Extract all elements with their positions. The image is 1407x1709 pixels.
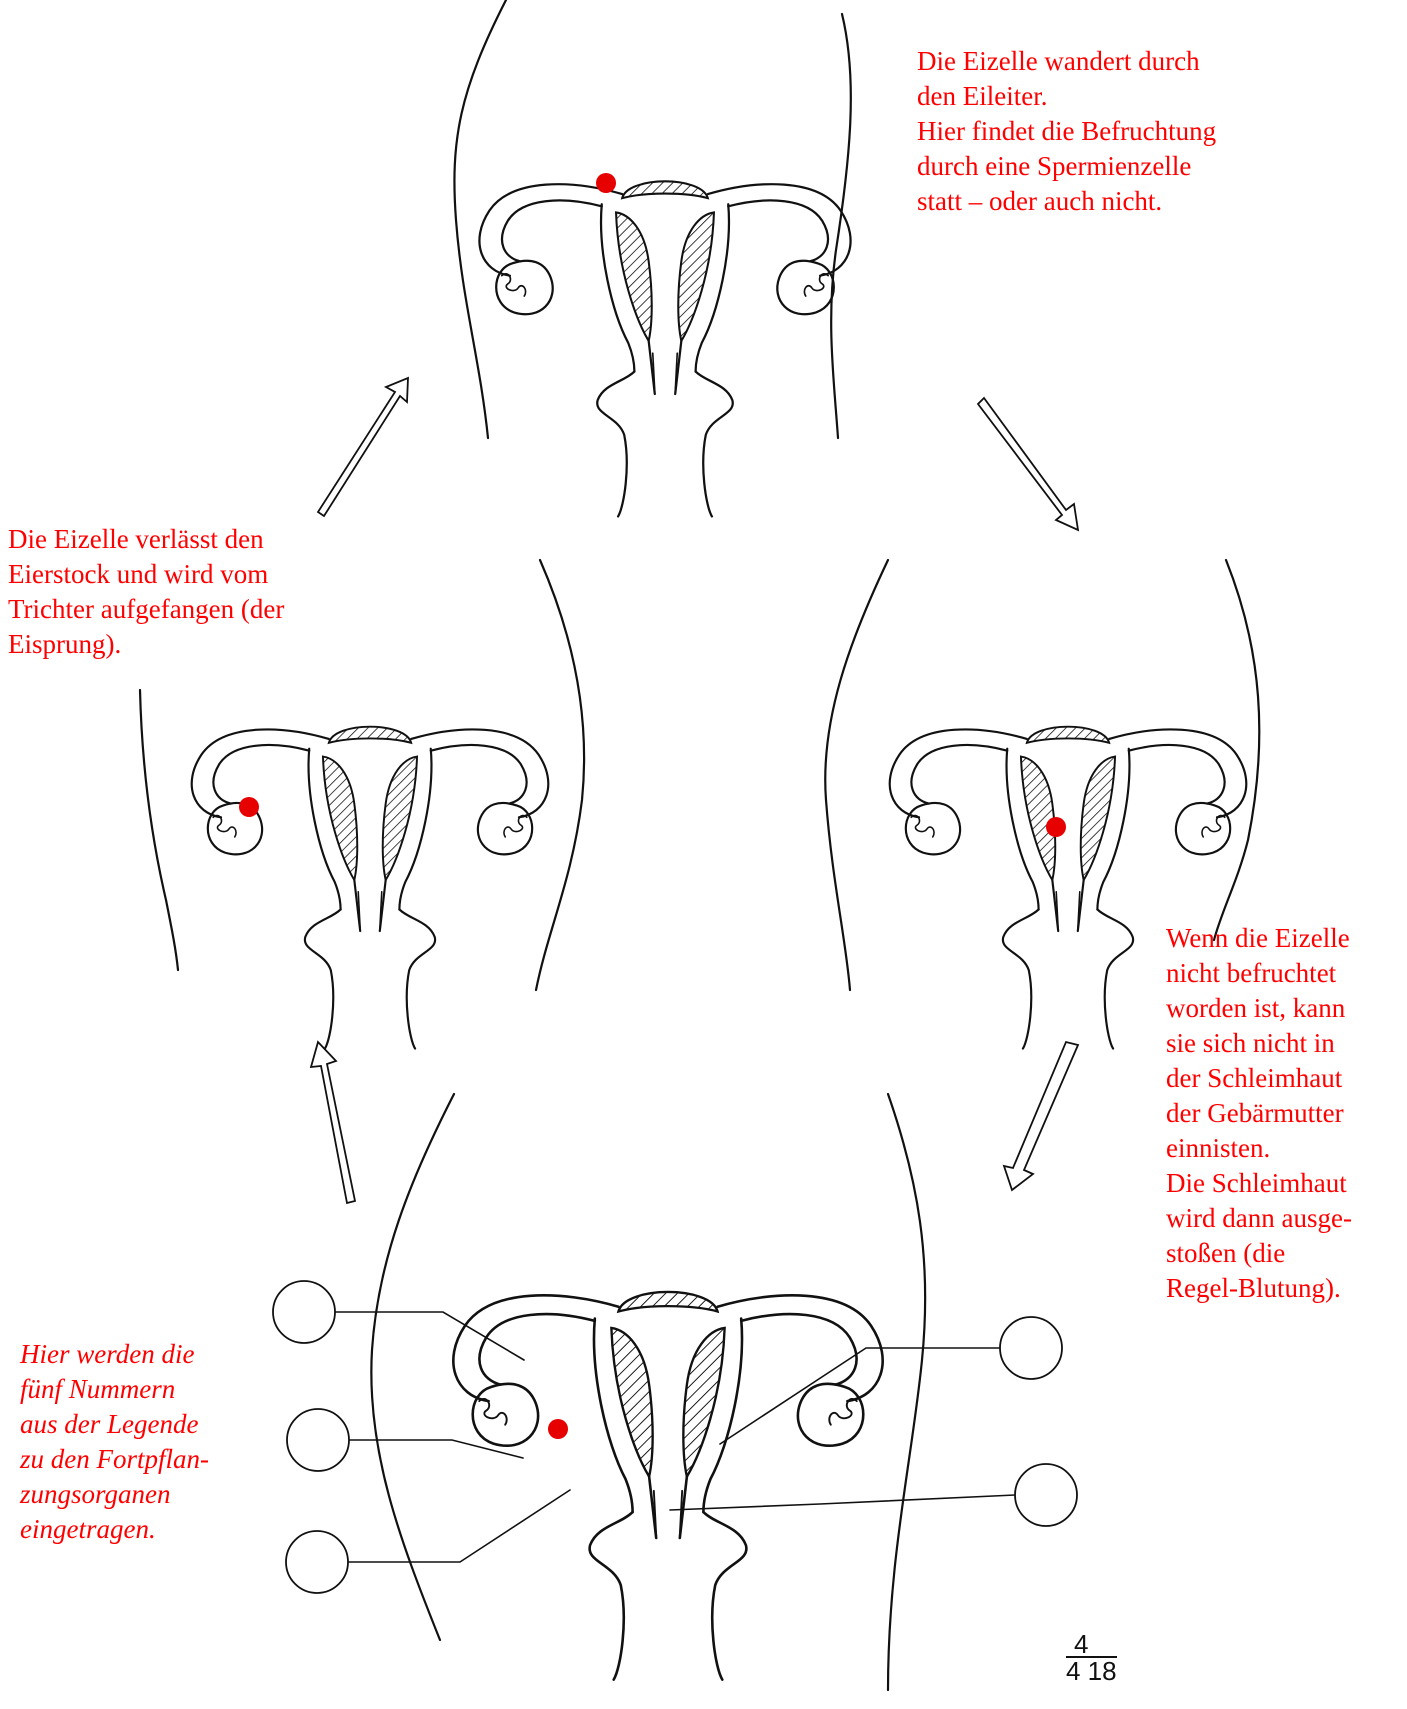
label-circle-2[interactable] bbox=[287, 1409, 349, 1471]
caption-menstruation: Wenn die Eizelle nicht befruchtet worden… bbox=[1166, 921, 1352, 1306]
caption-line: durch eine Spermienzelle bbox=[917, 149, 1216, 184]
caption-line: zu den Fortpflan- bbox=[20, 1442, 209, 1477]
caption-line: stoßen (die bbox=[1166, 1236, 1352, 1271]
label-circle-1[interactable] bbox=[273, 1281, 335, 1343]
caption-line: zungsorganen bbox=[20, 1477, 209, 1512]
egg-cell-dot-left bbox=[239, 797, 259, 817]
arrow-top-to-right bbox=[978, 398, 1078, 530]
label-circle-5[interactable] bbox=[1015, 1464, 1077, 1526]
bottom-stage-drawing bbox=[335, 1094, 1015, 1690]
label-circle-4[interactable] bbox=[1000, 1317, 1062, 1379]
label-circle-3[interactable] bbox=[286, 1531, 348, 1593]
label-circles bbox=[273, 1281, 1077, 1593]
caption-line: Eisprung). bbox=[8, 627, 284, 662]
caption-line: Die Schleimhaut bbox=[1166, 1166, 1352, 1201]
caption-line: eingetragen. bbox=[20, 1512, 209, 1547]
arrow-left-to-top bbox=[318, 378, 408, 516]
caption-fertilization: Die Eizelle wandert durch den Eileiter. … bbox=[917, 44, 1216, 219]
caption-line: Die Eizelle wandert durch bbox=[917, 44, 1216, 79]
caption-line: aus der Legende bbox=[20, 1407, 209, 1442]
arrow-bottom-to-left bbox=[311, 1042, 355, 1203]
caption-line: den Eileiter. bbox=[917, 79, 1216, 114]
signature-bottom: 4 18 bbox=[1066, 1656, 1117, 1684]
arrow-right-to-bottom bbox=[1004, 1042, 1078, 1190]
egg-cell-dot-right bbox=[1046, 817, 1066, 837]
caption-line: fünf Nummern bbox=[20, 1372, 209, 1407]
caption-line: der Gebärmutter bbox=[1166, 1096, 1352, 1131]
caption-line: statt – oder auch nicht. bbox=[917, 184, 1216, 219]
egg-cell-dot-bottom bbox=[548, 1419, 568, 1439]
caption-line: einnisten. bbox=[1166, 1131, 1352, 1166]
caption-legend-instruction: Hier werden die fünf Nummern aus der Leg… bbox=[20, 1337, 209, 1547]
caption-line: wird dann ausge- bbox=[1166, 1201, 1352, 1236]
caption-line: der Schleimhaut bbox=[1166, 1061, 1352, 1096]
caption-line: Hier werden die bbox=[20, 1337, 209, 1372]
cycle-arrows bbox=[311, 378, 1078, 1203]
caption-ovulation: Die Eizelle verlässt den Eierstock und w… bbox=[8, 522, 284, 662]
caption-line: worden ist, kann bbox=[1166, 991, 1352, 1026]
caption-line: Die Eizelle verlässt den bbox=[8, 522, 284, 557]
caption-line: sie sich nicht in bbox=[1166, 1026, 1352, 1061]
caption-line: Eierstock und wird vom bbox=[8, 557, 284, 592]
top-stage-drawing bbox=[454, 0, 850, 516]
caption-line: Regel-Blutung). bbox=[1166, 1271, 1352, 1306]
caption-line: nicht befruchtet bbox=[1166, 956, 1352, 991]
caption-line: Trichter aufgefangen (der bbox=[8, 592, 284, 627]
artist-signature: 4 4 18 bbox=[1066, 1632, 1117, 1684]
caption-line: Hier findet die Befruchtung bbox=[917, 114, 1216, 149]
egg-cell-dot-top bbox=[596, 173, 616, 193]
caption-line: Wenn die Eizelle bbox=[1166, 921, 1352, 956]
signature-top: 4 bbox=[1066, 1632, 1117, 1656]
